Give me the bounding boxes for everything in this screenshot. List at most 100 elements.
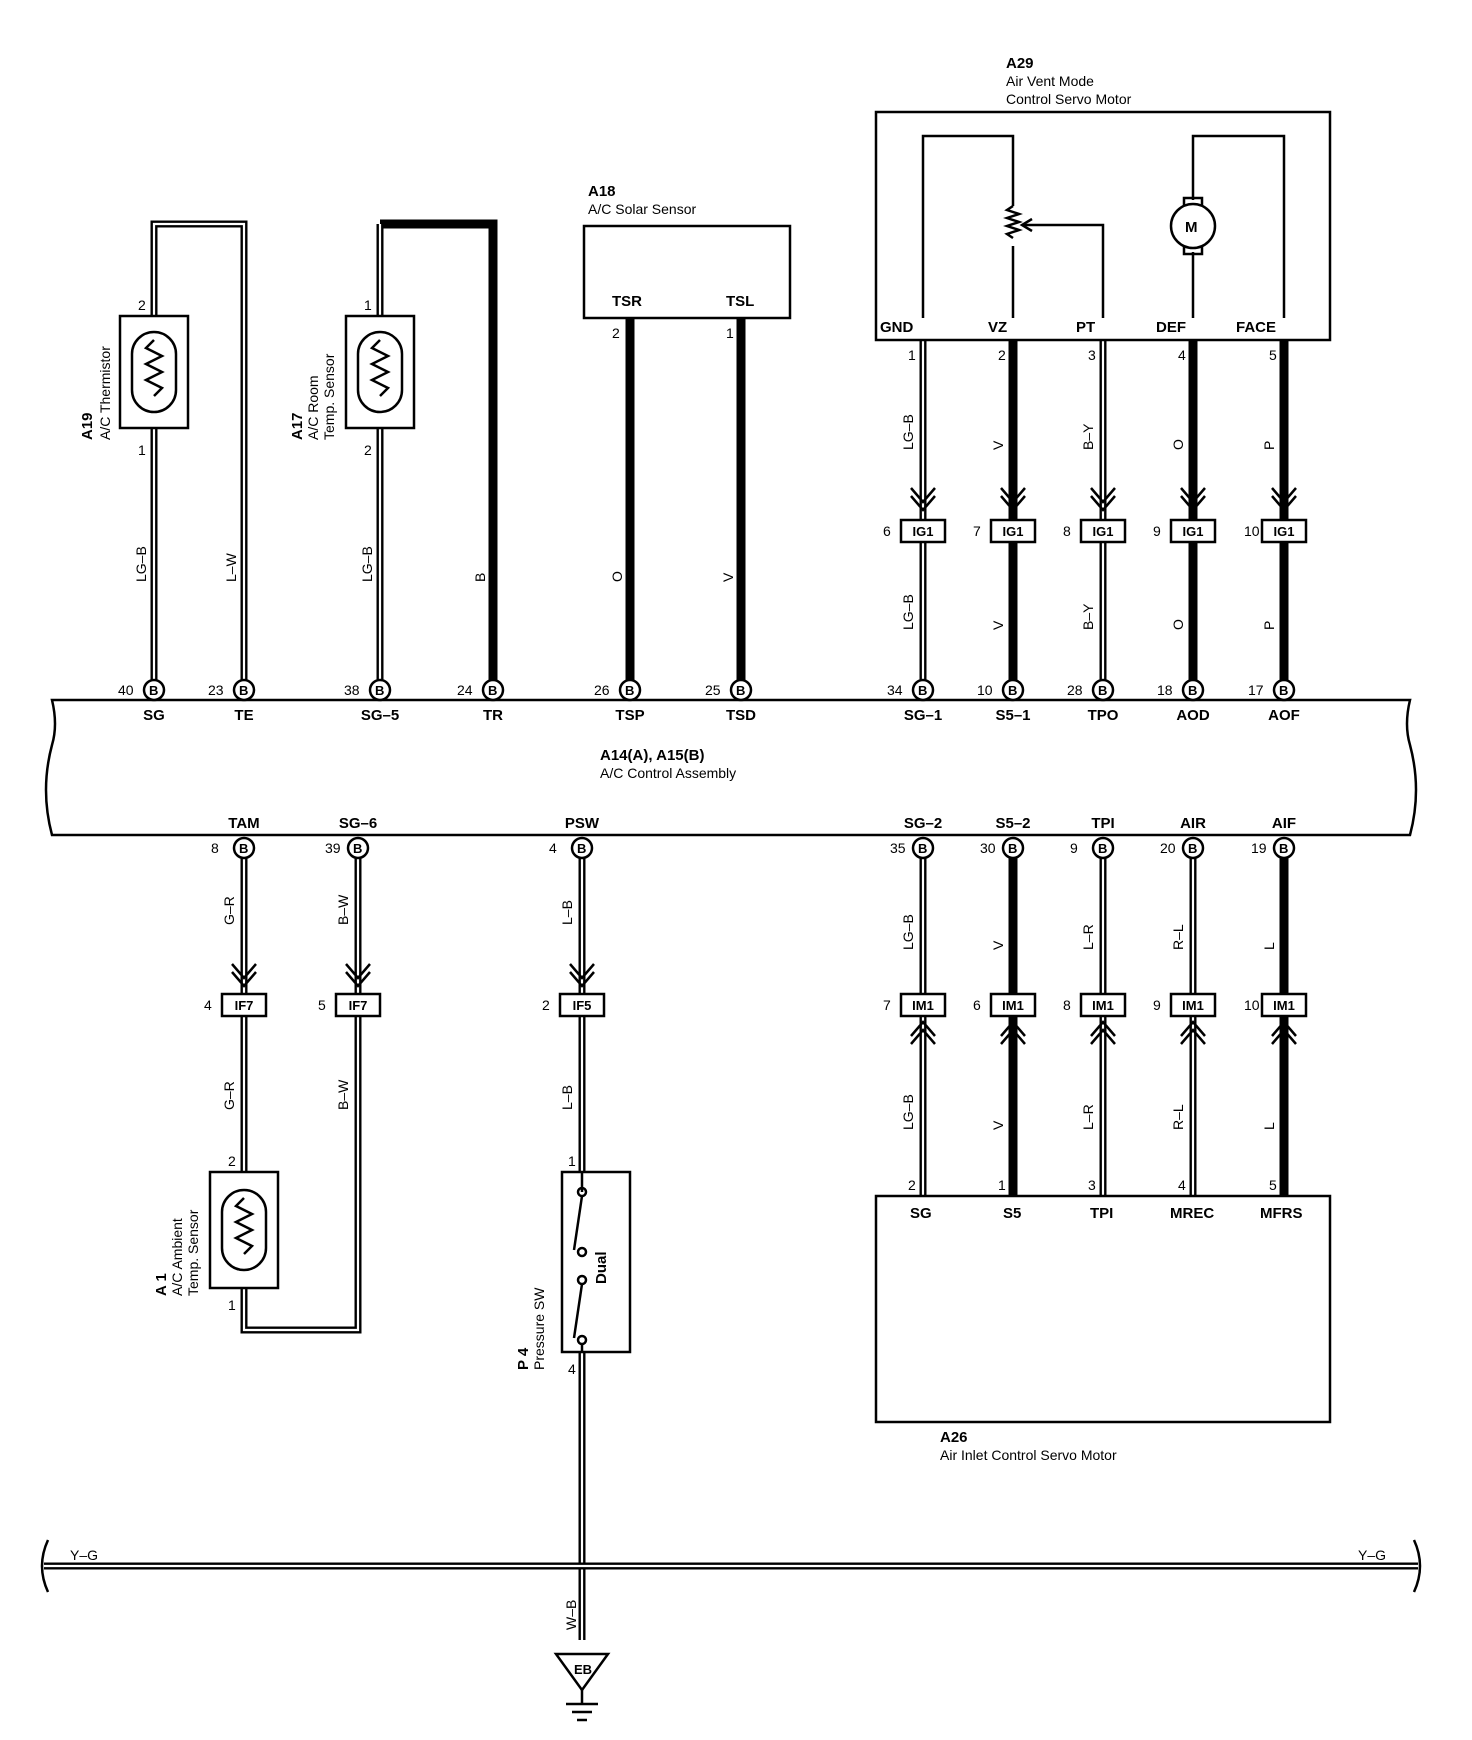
wire-color-label: P — [1261, 621, 1277, 630]
svg-text:DEF: DEF — [1156, 319, 1186, 336]
wire-color-label: L — [1261, 942, 1277, 950]
svg-text:Dual: Dual — [593, 1251, 610, 1284]
connector-im1 — [989, 992, 1037, 1018]
terminal-pin: 35 — [890, 840, 906, 856]
terminal-letter: B — [625, 683, 634, 698]
wire-color-label: LG–B — [359, 546, 375, 582]
p4-pressure-switch: 1 4 P 4 Pressure SW Dual — [515, 1153, 632, 1377]
terminal-pin: 23 — [208, 682, 224, 698]
junction-arrow-icon — [1271, 487, 1297, 512]
connector-if — [334, 992, 382, 1018]
bus-right-label: Y–G — [1358, 1547, 1386, 1563]
terminal-name: TAM — [228, 815, 259, 832]
wire-color-label: LG–B — [900, 914, 916, 950]
wire-color-label: B–W — [335, 1079, 351, 1110]
connector-label: IG1 — [913, 524, 934, 539]
connector-label: IG1 — [1183, 524, 1204, 539]
connector-label: IF7 — [349, 998, 368, 1013]
wire-color-label: R–L — [1170, 924, 1186, 950]
terminal-bottom-AIF — [1272, 836, 1296, 860]
connector-if — [558, 992, 606, 1018]
connector-label: IM1 — [1092, 998, 1114, 1013]
terminal-name: TPO — [1088, 707, 1119, 724]
svg-text:1: 1 — [228, 1297, 236, 1313]
terminal-name: S5–1 — [995, 707, 1030, 724]
terminal-letter: B — [1279, 683, 1288, 698]
terminal-letter: B — [1008, 683, 1017, 698]
terminal-letter: B — [918, 841, 927, 856]
svg-text:1: 1 — [998, 1177, 1006, 1193]
terminal-letter: B — [353, 841, 362, 856]
terminal-pin: 30 — [980, 840, 996, 856]
svg-text:2: 2 — [138, 297, 146, 313]
terminal-pin: 8 — [211, 840, 219, 856]
a29-air-vent-servo: A29 Air Vent Mode Control Servo Motor M … — [874, 55, 1332, 363]
bus-left-end — [40, 1539, 50, 1593]
terminal-letter: B — [1098, 841, 1107, 856]
svg-text:1: 1 — [138, 442, 146, 458]
svg-text:Pressure SW: Pressure SW — [531, 1287, 547, 1370]
connector-pin: 4 — [204, 997, 212, 1013]
connector-pin: 7 — [883, 997, 891, 1013]
wire-color-label: P — [1261, 441, 1277, 450]
connector-pin: 8 — [1063, 523, 1071, 539]
svg-text:A/C Solar Sensor: A/C Solar Sensor — [588, 201, 696, 217]
terminal-pin: 38 — [344, 682, 360, 698]
svg-text:4: 4 — [568, 1361, 576, 1377]
svg-text:A29: A29 — [1006, 55, 1034, 72]
terminal-pin: 18 — [1157, 682, 1173, 698]
terminal-name: TPI — [1091, 815, 1114, 832]
wire-color-label: B–Y — [1080, 423, 1096, 450]
bus-right-end — [1412, 1539, 1422, 1593]
terminal-bottom-SG–2 — [911, 836, 935, 860]
connector-if — [220, 992, 268, 1018]
svg-text:Air Inlet Control Servo Motor: Air Inlet Control Servo Motor — [940, 1447, 1117, 1463]
wire-color-label: LG–B — [900, 594, 916, 630]
terminal-letter: B — [1008, 841, 1017, 856]
connector-pin: 6 — [973, 997, 981, 1013]
control-assembly-body — [44, 698, 1418, 837]
junction-arrow-icon — [1271, 1020, 1297, 1045]
a26-air-inlet-servo: A26 Air Inlet Control Servo Motor SG S5 … — [874, 1177, 1332, 1463]
terminal-name: SG–5 — [361, 707, 399, 724]
a18-solar-sensor: A18 A/C Solar Sensor TSR TSL 2 1 — [582, 183, 792, 341]
junction-arrow-icon — [910, 487, 936, 512]
svg-text:A 1: A 1 — [153, 1273, 170, 1296]
terminal-bottom-S5–2 — [1001, 836, 1025, 860]
connector-pin: 9 — [1153, 997, 1161, 1013]
junction-arrow-icon — [1000, 487, 1026, 512]
connector-pin: 2 — [542, 997, 550, 1013]
connector-pin: 7 — [973, 523, 981, 539]
svg-text:GND: GND — [880, 319, 914, 336]
svg-text:A17: A17 — [289, 412, 306, 440]
svg-text:Control Servo Motor: Control Servo Motor — [1006, 91, 1132, 107]
wires — [44, 219, 1418, 1640]
terminal-top-TSP — [618, 678, 642, 702]
connector-pin: 9 — [1153, 523, 1161, 539]
wire-color-label: V — [990, 940, 1006, 950]
terminal-name: PSW — [565, 815, 600, 832]
svg-text:MREC: MREC — [1170, 1205, 1214, 1222]
terminal-name: TSP — [615, 707, 644, 724]
terminal-top-SG — [142, 678, 166, 702]
connector-ig1 — [1169, 518, 1217, 544]
wire-color-label: V — [990, 620, 1006, 630]
terminal-pin: 28 — [1067, 682, 1083, 698]
connector-pin: 10 — [1244, 523, 1260, 539]
terminal-top-SG–5 — [368, 678, 392, 702]
wire-color-label: L–R — [1080, 924, 1096, 950]
terminal-bottom-SG–6 — [346, 836, 370, 860]
wire-color-label: L–R — [1080, 1104, 1096, 1130]
svg-text:1: 1 — [568, 1153, 576, 1169]
wire-color-label: V — [990, 440, 1006, 450]
wire-color-label: LG–B — [900, 414, 916, 450]
svg-text:S5: S5 — [1003, 1205, 1021, 1222]
svg-text:5: 5 — [1269, 347, 1277, 363]
terminals-layer: B40SGB23TEB38SG–5B24TRB26TSPB25TSDB34SG–… — [118, 414, 1308, 1130]
terminal-name: SG–6 — [339, 815, 377, 832]
wire-color-label: G–R — [221, 1081, 237, 1110]
svg-text:5: 5 — [1269, 1177, 1277, 1193]
terminal-bottom-PSW — [570, 836, 594, 860]
svg-text:2: 2 — [228, 1153, 236, 1169]
